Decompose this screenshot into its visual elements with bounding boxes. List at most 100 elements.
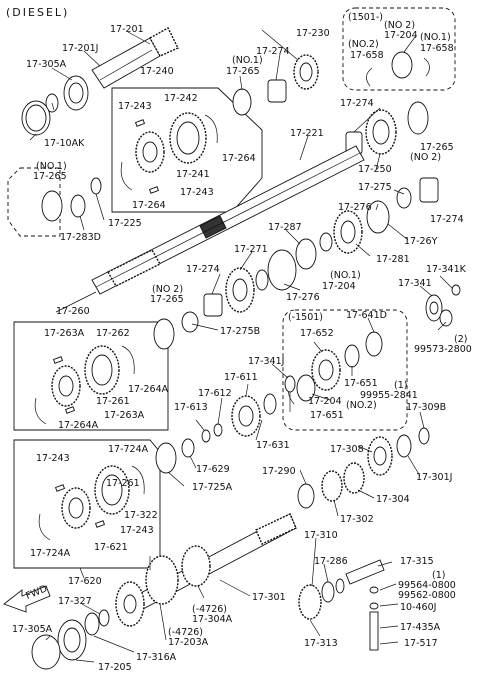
label-no1-b: (NO.1) (420, 32, 451, 43)
label-17-316A: 17-316A (136, 652, 177, 663)
label-17-274-d: 17-274 (186, 264, 220, 275)
ring-17-265-no2b (153, 318, 175, 350)
bearing-17-301J (396, 434, 412, 458)
label-17-612: 17-612 (198, 388, 232, 399)
synchronizer-17-263 (34, 345, 135, 425)
label-17-263A-a: 17-263A (44, 328, 85, 339)
needle-bearing-17-274d (203, 293, 223, 317)
label-17-724A-b: 17-724A (30, 548, 71, 559)
label-17-305A-b: 17-305A (12, 624, 53, 635)
bearing-17-316A (84, 612, 100, 636)
label-17-620: 17-620 (68, 576, 102, 587)
label-17-290: 17-290 (262, 466, 296, 477)
box-17-240 (111, 87, 263, 213)
gear-17-302 (321, 470, 343, 502)
plug-17-341K (451, 284, 461, 296)
shaft-17-315 (345, 559, 385, 585)
main-shaft-17-260 (91, 145, 365, 295)
label-17-265-c: 17-265 (33, 171, 67, 182)
label-17-204-b: 17-204 (322, 281, 356, 292)
label-17-341J: 17-341J (248, 356, 284, 367)
washer-17-276a (319, 232, 333, 252)
label-17-621: 17-621 (94, 542, 128, 553)
label-2-a: (2) (454, 334, 467, 345)
label-17-651-b: 17-651 (310, 410, 344, 421)
ring-17-265-no1 (232, 88, 252, 116)
label-17-264A-b: 17-264A (58, 420, 99, 431)
label-17-652: 17-652 (300, 328, 334, 339)
nut-99573-2800 (439, 309, 453, 327)
label-99562-0800: 99562-0800 (398, 590, 456, 601)
gear-17-304 (343, 462, 365, 494)
label-17-287: 17-287 (268, 222, 302, 233)
label-17-274-b: 17-274 (340, 98, 374, 109)
label-17-275: 17-275 (358, 182, 392, 193)
label-17-283D: 17-283D (60, 232, 101, 243)
washer-17-225 (90, 177, 102, 195)
label-no1-a: (NO.1) (232, 55, 263, 66)
ring-17-290 (297, 483, 315, 509)
label-17-658-a: 17-658 (350, 50, 384, 61)
input-shaft-17-201 (91, 27, 179, 89)
label-17-243-a: 17-243 (118, 101, 152, 112)
leader-lines (29, 29, 453, 663)
label-17-302: 17-302 (340, 514, 374, 525)
label-17-265-d: 17-265 (150, 294, 184, 305)
label-17-281: 17-281 (376, 254, 410, 265)
header-variant: (DIESEL) (6, 6, 69, 19)
needle-bearing-17-274a (267, 79, 287, 103)
box-17-620 (13, 439, 161, 569)
label-17-243-c: 17-243 (36, 453, 70, 464)
label-17-651-a: 17-651 (344, 378, 378, 389)
label-10-460J: 10-460J (400, 602, 436, 613)
label-17-243-d: 17-243 (120, 525, 154, 536)
label-1501-b: (-1501) (288, 312, 323, 323)
label-17-274-a: 17-274 (256, 46, 290, 57)
label-17-304A: 17-304A (192, 614, 233, 625)
label-17-611: 17-611 (224, 372, 258, 383)
ring-17-651a (344, 344, 360, 368)
ring-17-629 (181, 438, 195, 458)
label-17-308: 17-308 (330, 444, 364, 455)
clip-17-658 (366, 67, 373, 87)
label-1-b: (1) (432, 570, 445, 581)
label-17-301: 17-301 (252, 592, 286, 603)
washer-17-276b (255, 269, 269, 291)
label-17-201: 17-201 (110, 24, 144, 35)
label-17-225: 17-225 (108, 218, 142, 229)
label-17-724A-a: 17-724A (108, 444, 149, 455)
label-17-262: 17-262 (96, 328, 130, 339)
washer-99564 (369, 586, 379, 594)
ring-17-725A (155, 442, 177, 474)
part-17-612 (213, 423, 223, 437)
label-17-517: 17-517 (404, 638, 438, 649)
washer-17-313 (335, 578, 345, 594)
label-17-264A-a: 17-264A (128, 384, 169, 395)
bearing-17-341J (284, 375, 296, 393)
label-17-276-b: 17-276 (286, 292, 320, 303)
label-17-264-a: 17-264 (222, 153, 256, 164)
label-no2-d: (NO 2) (152, 284, 183, 295)
label-no2-c: (NO 2) (410, 152, 441, 163)
label-99955-2841: 99955-2841 (360, 390, 418, 401)
label-no1-c: (NO.1) (36, 161, 67, 172)
label-1501-a: (1501-) (348, 12, 383, 23)
ring-17-327 (98, 609, 110, 627)
ring-17-204-no2b (296, 374, 316, 402)
label-4726-b: (-4726) (168, 627, 203, 638)
ring-17-641D (365, 331, 383, 357)
label-17-204-c: 17-204 (308, 396, 342, 407)
label-17-341K: 17-341K (426, 264, 467, 275)
label-17-629: 17-629 (196, 464, 230, 475)
label-17-313: 17-313 (304, 638, 338, 649)
label-17-10AK: 17-10AK (44, 138, 85, 149)
label-17-205: 17-205 (98, 662, 132, 673)
label-17-305A: 17-305A (26, 59, 67, 70)
label-17-658-b: 17-658 (420, 43, 454, 54)
washer-17-613 (201, 429, 211, 443)
label-no2-a: (NO 2) (384, 20, 415, 31)
label-17-264-b: 17-264 (132, 200, 166, 211)
sleeve-17-275 (396, 187, 412, 209)
box-17-265-no1 (7, 167, 61, 237)
label-17-286: 17-286 (314, 556, 348, 567)
